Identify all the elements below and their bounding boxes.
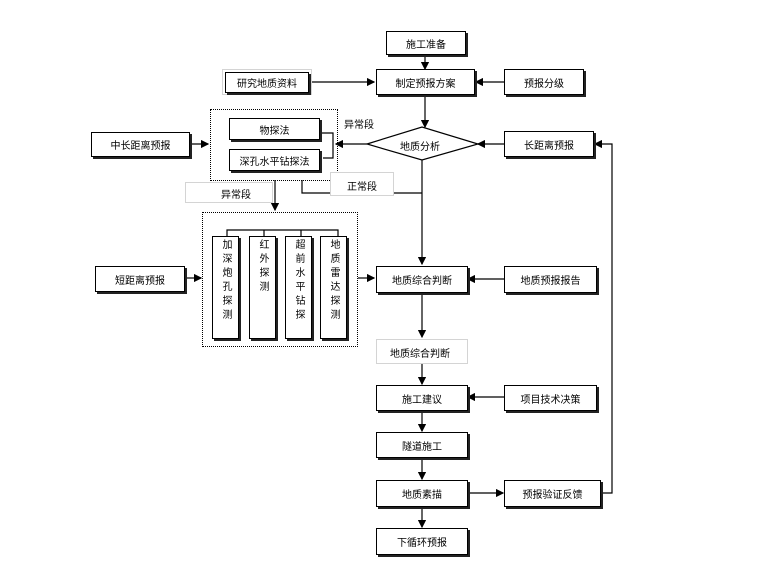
arrow-feedback-loop bbox=[593, 139, 613, 494]
make-plan-box: 制定预报方案 bbox=[376, 69, 475, 95]
research-geo-data-label: 研究地质资料 bbox=[237, 79, 297, 90]
mid-long-forecast-label: 中长距离预报 bbox=[110, 141, 171, 152]
tunnel-construction-box: 隧道施工 bbox=[376, 432, 468, 458]
mid-long-forecast-box: 中长距离预报 bbox=[91, 132, 190, 157]
construction-prep-label: 施工准备 bbox=[406, 39, 446, 51]
method-horizontal-drill: 超前水平钻探 bbox=[285, 236, 312, 339]
method-radar: 地质雷达探测 bbox=[320, 236, 347, 339]
forecast-grading-box: 预报分级 bbox=[504, 69, 584, 95]
geophysics-group bbox=[210, 109, 338, 181]
geo-sketch-box: 地质素描 bbox=[376, 480, 468, 507]
forecast-grading-label: 预报分级 bbox=[524, 78, 564, 90]
deep-hole-drill-box: 深孔水平钻探法 bbox=[229, 149, 320, 171]
methods-header-bar bbox=[226, 229, 339, 236]
abnormal-label-1: 异常段 bbox=[344, 120, 374, 131]
method-deep-blasthole-label: 加深炮孔探测 bbox=[220, 239, 231, 323]
method-deep-blasthole: 加深炮孔探测 bbox=[212, 236, 239, 339]
short-forecast-label: 短距离预报 bbox=[115, 275, 165, 287]
method-infrared-label: 红外探测 bbox=[257, 239, 268, 295]
geo-analysis-diamond bbox=[364, 126, 481, 161]
forecast-feedback-label: 预报验证反馈 bbox=[522, 490, 583, 501]
construction-prep-box: 施工准备 bbox=[386, 31, 466, 55]
method-radar-label: 地质雷达探测 bbox=[328, 239, 339, 323]
geo-synthesis-2-box bbox=[376, 339, 468, 364]
tunnel-construction-label: 隧道施工 bbox=[402, 441, 442, 453]
construction-advice-label: 施工建议 bbox=[402, 394, 442, 406]
geo-synthesis-1-label: 地质综合判断 bbox=[392, 276, 452, 287]
next-cycle-box: 下循环预报 bbox=[376, 528, 468, 555]
geo-synthesis-1-box: 地质综合判断 bbox=[376, 266, 468, 293]
method-infrared: 红外探测 bbox=[249, 236, 276, 339]
geo-analysis-label: 地质分析 bbox=[400, 142, 440, 153]
long-forecast-box: 长距离预报 bbox=[504, 131, 594, 157]
normal-box bbox=[330, 172, 394, 196]
long-forecast-label: 长距离预报 bbox=[524, 140, 574, 152]
normal-label: 正常段 bbox=[347, 182, 377, 193]
geo-sketch-label: 地质素描 bbox=[402, 490, 442, 501]
make-plan-label: 制定预报方案 bbox=[395, 78, 456, 90]
research-geo-data-inner: 研究地质资料 bbox=[225, 72, 309, 93]
abnormal-label-bg bbox=[336, 112, 384, 132]
method-horizontal-drill-label: 超前水平钻探 bbox=[293, 239, 304, 323]
forecast-feedback-box: 预报验证反馈 bbox=[504, 480, 601, 507]
abnormal-2-box bbox=[185, 182, 273, 203]
next-cycle-label: 下循环预报 bbox=[397, 538, 447, 549]
methods-group bbox=[202, 212, 358, 347]
project-decision-label: 项目技术决策 bbox=[520, 394, 581, 406]
project-decision-box: 项目技术决策 bbox=[504, 385, 597, 411]
short-forecast-box: 短距离预报 bbox=[95, 266, 185, 292]
geo-forecast-report-box: 地质预报报告 bbox=[504, 266, 597, 293]
geo-synthesis-2-label: 地质综合判断 bbox=[390, 349, 450, 360]
abnormal-label-2: 异常段 bbox=[221, 190, 251, 201]
geophysics-method-label: 物探法 bbox=[259, 125, 290, 137]
bracket-geophysics bbox=[315, 132, 334, 159]
construction-advice-box: 施工建议 bbox=[376, 385, 468, 411]
geo-forecast-report-label: 地质预报报告 bbox=[520, 276, 581, 287]
deep-hole-drill-label: 深孔水平钻探法 bbox=[239, 156, 310, 168]
geophysics-method-box: 物探法 bbox=[229, 118, 320, 140]
